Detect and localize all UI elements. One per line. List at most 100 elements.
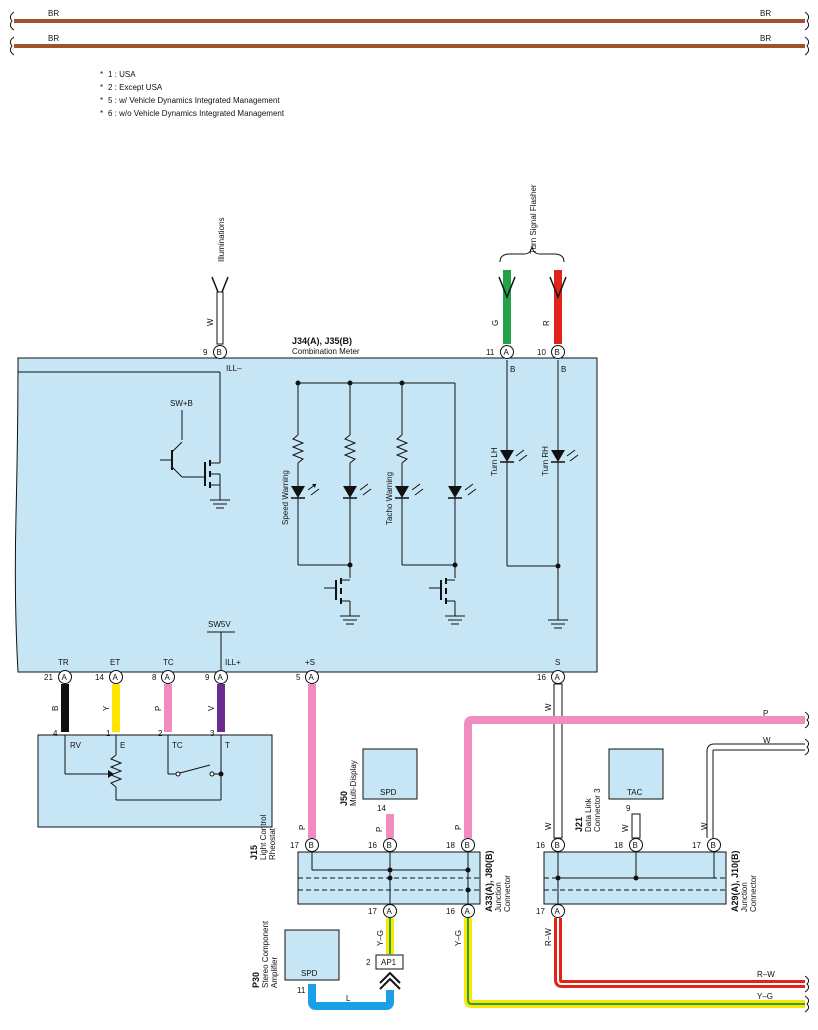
data-link-code: J21 (574, 817, 584, 832)
pin-9b-conn: B (217, 348, 222, 357)
illuminations-label: Illuminations (217, 218, 226, 262)
stereo-term: SPD (301, 969, 318, 978)
a33-top-pin-1-conn: B (309, 841, 314, 850)
a33-top-pin-3-conn: B (465, 841, 470, 850)
meter-bottom-pins: A 21 A 14 A 8 A 9 A 5 A 16 (44, 670, 565, 839)
meter-name: Combination Meter (292, 347, 360, 356)
combination-meter: J34(A), J35(B) Combination Meter ILL– SW… (14, 336, 598, 673)
tacho-warning-label: Tacho Warning (385, 472, 394, 525)
mosfet-speed (324, 578, 360, 625)
pin-8a-num: 8 (152, 673, 157, 682)
top-wire-1: BR BR (9, 9, 810, 31)
meter-s-wire: W (544, 703, 553, 711)
data-link-name-2: Connector 3 (593, 788, 602, 832)
term-plus-s: +S (305, 658, 315, 667)
a33-bottom-pin-2-num: 16 (446, 907, 455, 916)
rheostat-wire-p: P (154, 706, 163, 711)
pin-5a-num: 5 (296, 673, 301, 682)
wire-r: R (542, 320, 551, 326)
pin-10b-num: 10 (537, 348, 546, 357)
stereo-name-2: Amplifier (270, 957, 279, 988)
turn-rh-label: Turn RH (541, 446, 550, 476)
data-link-term: TAC (627, 788, 643, 797)
a33-bottom-pin-1-conn: A (387, 907, 393, 916)
right-wire-rw: R–W (757, 970, 775, 979)
data-link-name-1: Data Link (584, 797, 593, 832)
a29-code: A29(A), J10(B) (730, 850, 740, 912)
a33-top-pin-2-conn: B (387, 841, 392, 850)
a29-wire-bottom: R–W (544, 928, 553, 946)
term-ill-plus: ILL+ (225, 658, 241, 667)
note-mark: * (100, 83, 103, 92)
rheostat-term-tc: TC (172, 741, 183, 750)
a29-top-pin-2-num: 18 (614, 841, 623, 850)
pin-14a-num: 14 (95, 673, 104, 682)
a29-top-pin-1-conn: B (555, 841, 560, 850)
a33-bottom-pin-2-conn: A (465, 907, 471, 916)
a29-name-2: Connector (749, 875, 758, 912)
right-wire-yg: Y–G (757, 992, 773, 1001)
pin-11a-num: 11 (486, 348, 495, 357)
multi-display-code: J50 (339, 791, 349, 806)
illuminations-wire: Illuminations W B 9 (203, 218, 229, 359)
pin-16a-conn: A (555, 673, 561, 682)
junction-connector-a29: B 16 B 18 B 17 W W W A 17 A29(A), J10(B)… (536, 703, 758, 918)
stereo-wire-l: L (346, 994, 351, 1003)
wire-g: G (491, 320, 500, 326)
pin-21a-conn: A (62, 673, 68, 682)
light-control-rheostat: 4 1 2 3 B Y P V RV E TC T J15 Light Cont… (37, 705, 277, 860)
a29-bottom-pin-conn: A (555, 907, 561, 916)
a29-wire-top-right: W (700, 822, 709, 830)
ap1-pin: 2 (366, 958, 371, 967)
a29-name-1: Junction (740, 882, 749, 912)
rheostat-term-rv: RV (70, 741, 82, 750)
speed-warning-label: Speed Warning (281, 470, 290, 525)
note-mark: * (100, 96, 103, 105)
a33-name-2: Connector (503, 875, 512, 912)
sw-b-label: SW+B (170, 399, 193, 408)
a33-bottom-pin-1-num: 17 (368, 907, 377, 916)
pin-5a-conn: A (309, 673, 315, 682)
rheostat-name-1: Light Control (259, 814, 268, 860)
a33-top-pin-2-num: 16 (368, 841, 377, 850)
rheostat-wire-b: B (51, 706, 60, 711)
pin-16a-num: 16 (537, 673, 546, 682)
pin-9b-num: 9 (203, 348, 208, 357)
meter-code: J34(A), J35(B) (292, 336, 352, 346)
warning-led-branches (291, 383, 477, 565)
data-link-connector: TAC J21 Data Link Connector 3 9 W (574, 748, 664, 839)
note-text: 6 : w/o Vehicle Dynamics Integrated Mana… (108, 109, 285, 118)
rheostat-code: J15 (249, 845, 259, 860)
pin-21a-num: 21 (44, 673, 53, 682)
turn-signal-flasher-wires: Turn Signal Flasher G A 11 R B 10 (486, 184, 567, 359)
stereo-component-amplifier: SPD 11 P30 Stereo Component Amplifier L (251, 920, 394, 1010)
stereo-pin: 11 (297, 986, 306, 995)
term-tr: TR (58, 658, 69, 667)
a33-wire-top-right: P (454, 825, 463, 830)
stereo-code: P30 (251, 972, 261, 988)
data-link-pin: 9 (626, 804, 631, 813)
rheostat-wire-y: Y (102, 705, 111, 711)
top-wire-1-right-label: BR (760, 9, 771, 18)
top-wire-1-left-label: BR (48, 9, 59, 18)
pin-11a-conn: A (504, 348, 510, 357)
term-et: ET (110, 658, 120, 667)
rheostat-term-e: E (120, 741, 125, 750)
multi-display-name: Multi-Display (349, 760, 358, 806)
rheostat-pin-1: 1 (106, 729, 111, 738)
notes-legend: * 1 : USA * 2 : Except USA * 5 : w/ Vehi… (100, 70, 285, 118)
a33-name-1: Junction (494, 882, 503, 912)
a33-code: A33(A), J80(B) (484, 850, 494, 912)
multi-display-pin: 14 (377, 804, 386, 813)
a33-wire-bottom-left: Y–G (376, 930, 385, 946)
turn-lh-label: Turn LH (490, 447, 499, 476)
turn-signal-flasher-label: Turn Signal Flasher (529, 184, 538, 254)
rw-wire: R–W R–W (544, 918, 810, 993)
multi-display: SPD J50 Multi-Display 14 P (339, 748, 418, 838)
multi-display-term: SPD (380, 788, 397, 797)
a33-wire-bottom-right: Y–G (454, 930, 463, 946)
a29-top-pin-3-conn: B (711, 841, 716, 850)
white-wire-right: W (706, 736, 810, 838)
rheostat-term-t: T (225, 741, 230, 750)
